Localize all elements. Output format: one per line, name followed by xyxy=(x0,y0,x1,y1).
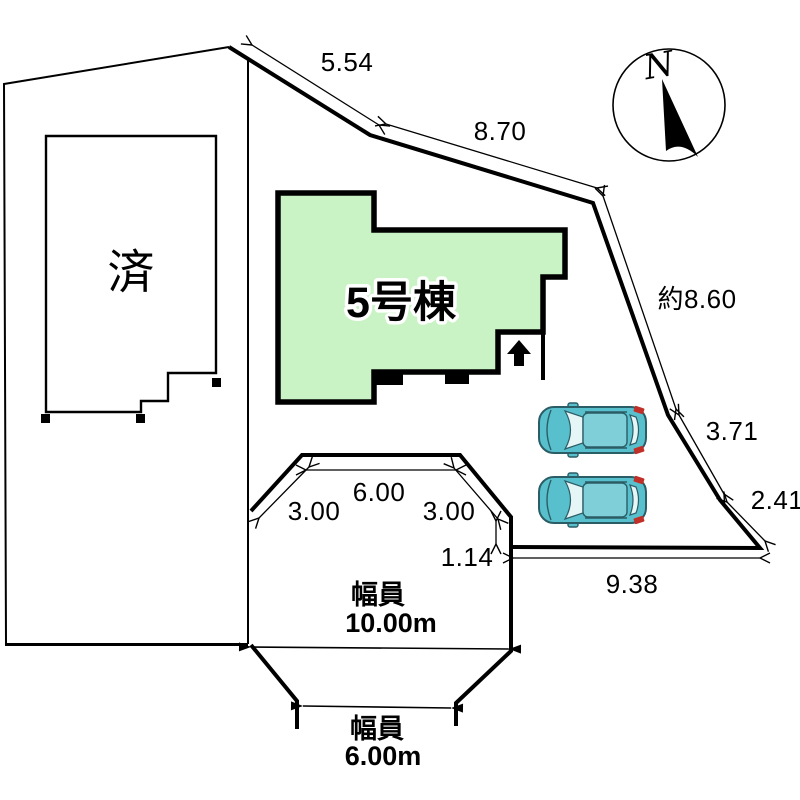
dim-line-3-00-right xyxy=(454,468,498,519)
building-5-label: 5号棟 xyxy=(346,279,457,327)
dim-line-road-6 xyxy=(290,701,464,713)
compass-circle xyxy=(612,48,726,162)
dim-label-1-14: 1.14 xyxy=(441,542,494,572)
building-5-step-1 xyxy=(376,371,403,385)
road-edge-left xyxy=(249,643,299,729)
dim-line-3-00-left xyxy=(259,467,309,518)
sold-building-outline xyxy=(44,134,218,414)
compass-label: N xyxy=(640,44,678,89)
car-1-icon xyxy=(538,402,647,458)
road-width-6-label: 幅員 xyxy=(350,714,404,744)
dim-line-5-54 xyxy=(252,45,379,125)
dim-line-road-10 xyxy=(238,642,522,654)
dim-label-2-41: 2.41 xyxy=(751,485,800,515)
corner-marker-1 xyxy=(41,414,50,423)
dim-line-3-71 xyxy=(679,415,724,494)
dim-label-3-00-right: 3.00 xyxy=(423,496,476,526)
car-2-icon xyxy=(538,472,647,528)
dim-label-3-71: 3.71 xyxy=(706,416,759,446)
corner-marker-2 xyxy=(136,414,145,423)
dim-label-9-38: 9.38 xyxy=(606,569,659,599)
dim-label-5-54: 5.54 xyxy=(321,47,374,77)
road-width-10-value: 10.00m xyxy=(345,608,437,638)
dim-label-8-60: 約8.60 xyxy=(657,284,736,314)
sold-lot-label: 済 xyxy=(108,246,155,299)
dim-line-8-60 xyxy=(603,196,676,409)
road-width-6-value: 6.00m xyxy=(345,741,422,771)
building-5-step-2 xyxy=(445,373,469,384)
lot-boundary-left-thin xyxy=(2,46,230,645)
corner-marker-3 xyxy=(212,378,221,387)
dim-label-8-70: 8.70 xyxy=(474,116,527,146)
dim-line-2-41 xyxy=(727,502,765,541)
compass-needle-icon xyxy=(662,79,698,157)
entrance-arrow-icon xyxy=(507,340,531,366)
dim-label-3-00-left: 3.00 xyxy=(288,496,341,526)
road-width-10-label: 幅員 xyxy=(351,580,405,610)
dim-line-8-70 xyxy=(386,124,597,188)
dim-label-6-00: 6.00 xyxy=(353,477,406,507)
